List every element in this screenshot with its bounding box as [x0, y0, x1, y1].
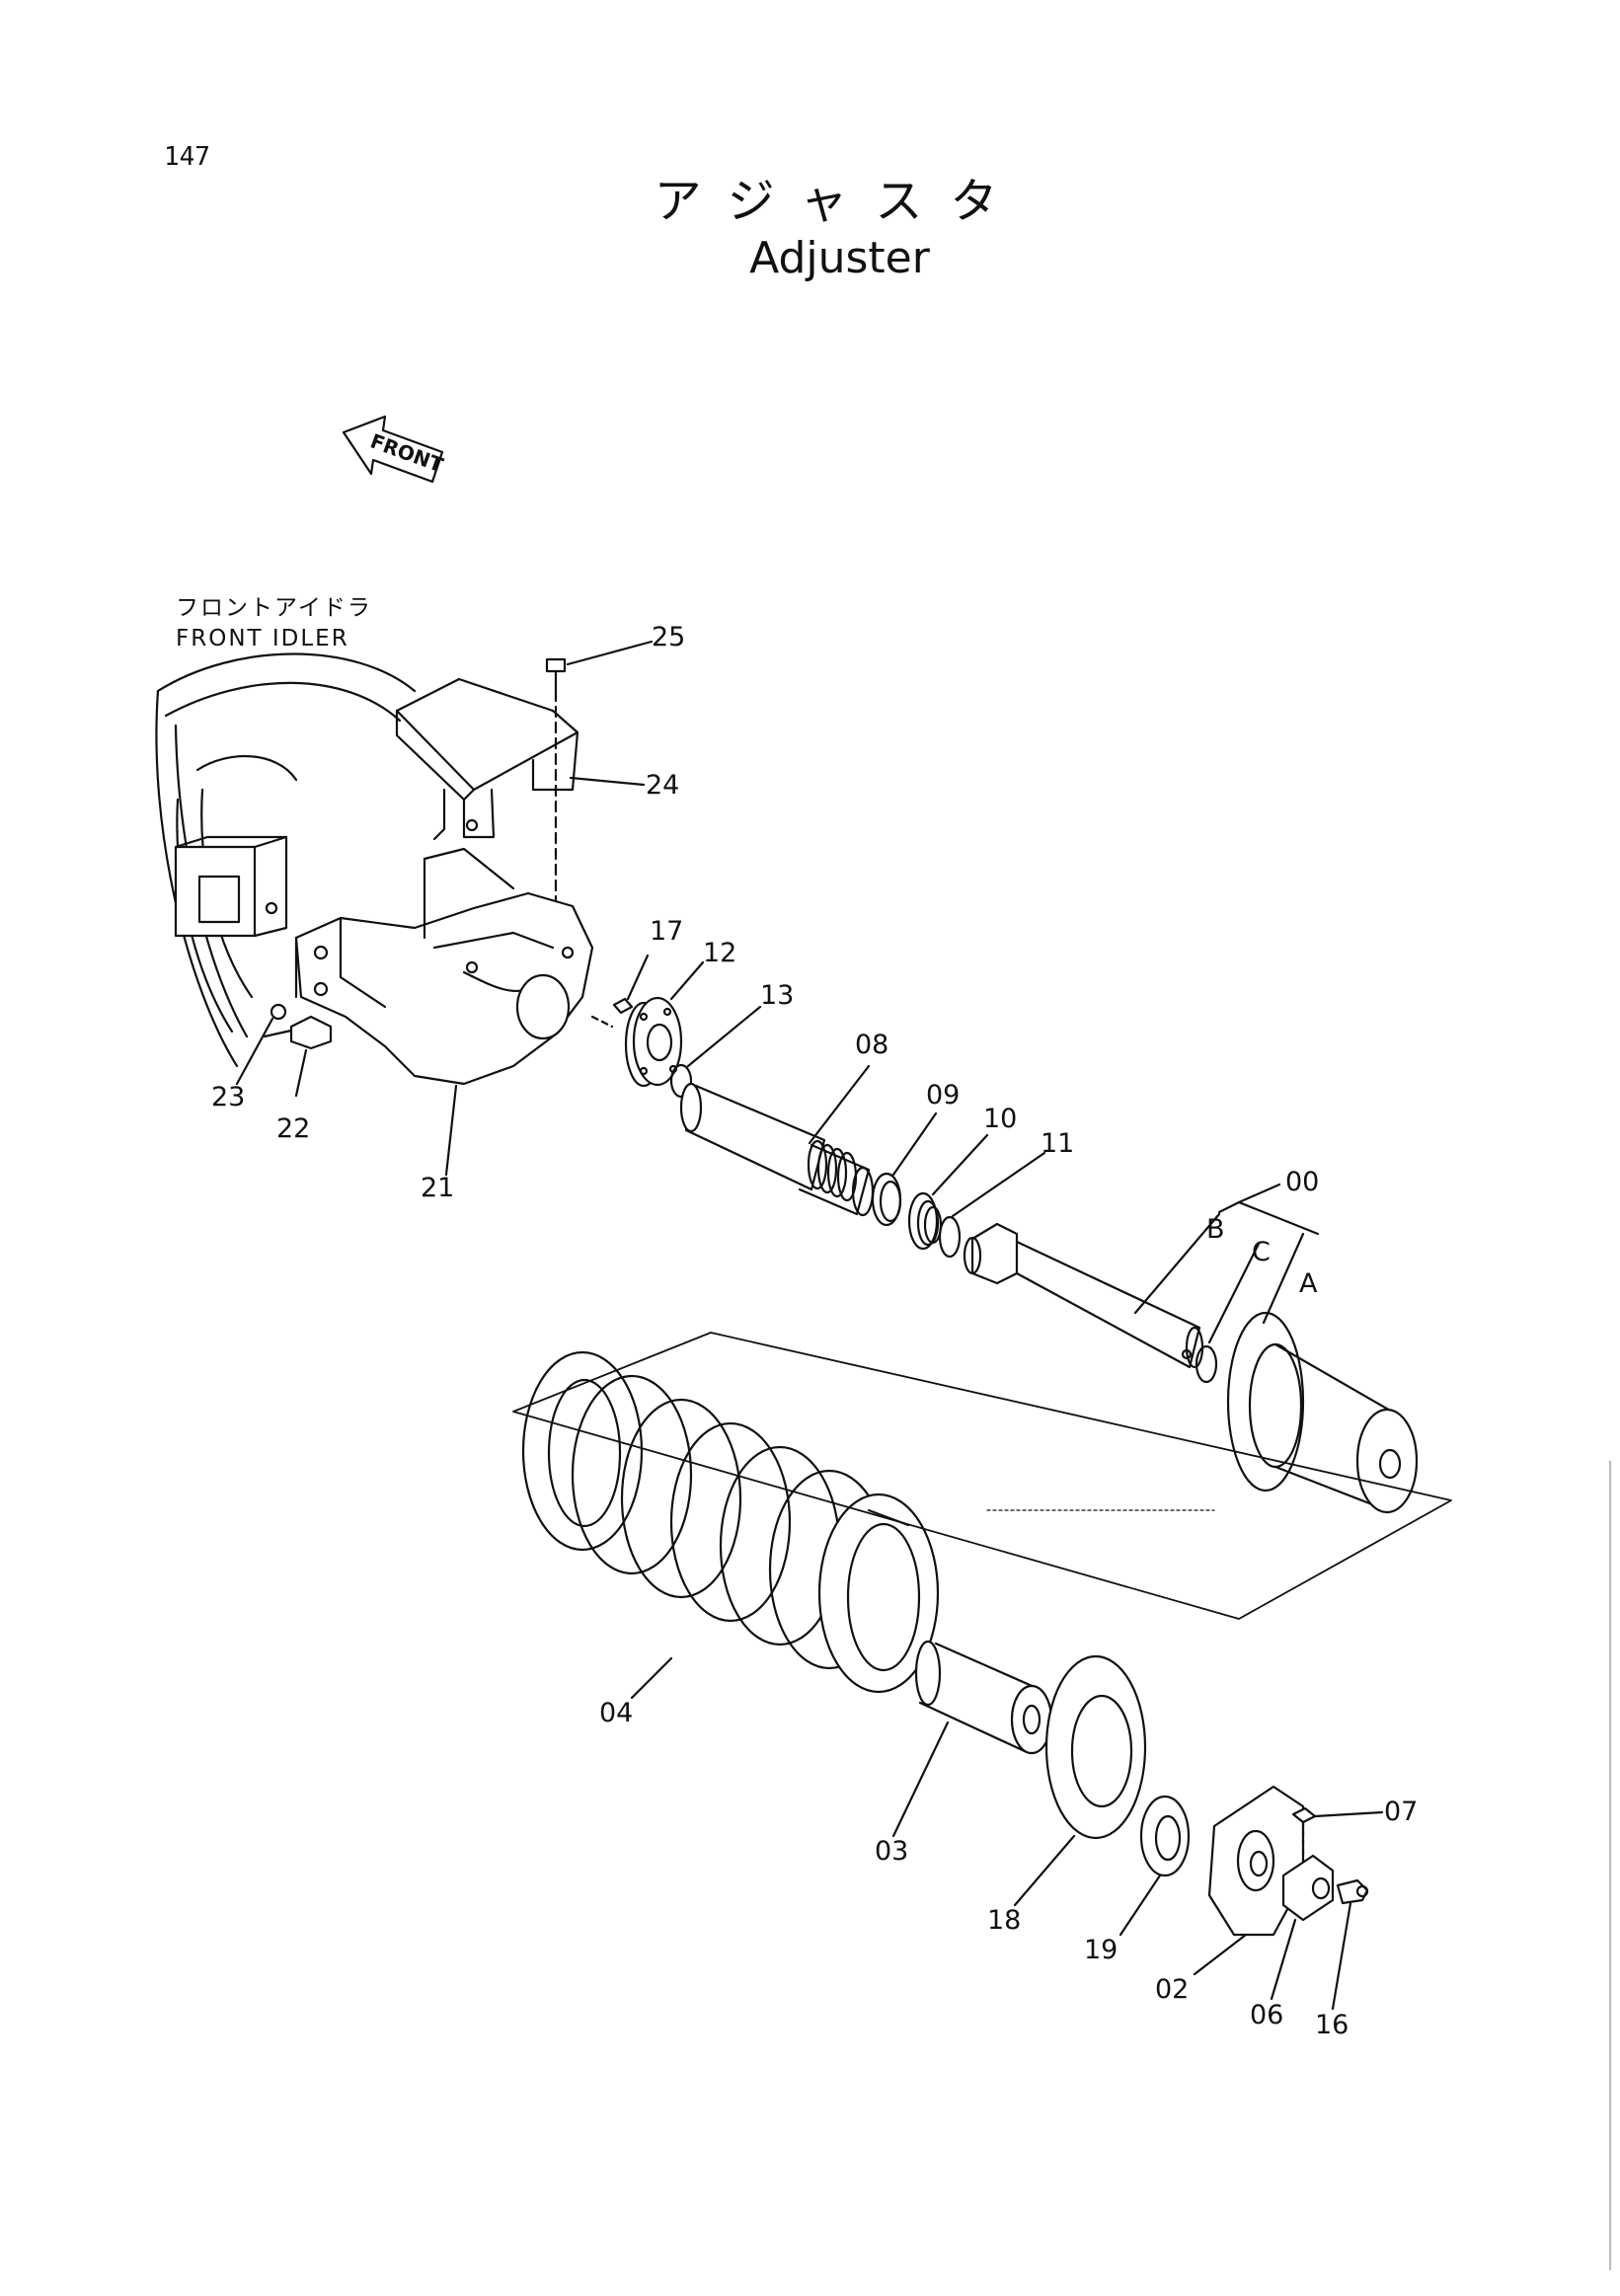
callout-17: 17: [650, 916, 684, 947]
callout-13: 13: [760, 980, 795, 1011]
seal-09: [871, 1172, 902, 1227]
callout-11: 11: [1041, 1128, 1075, 1159]
grease-fitting-16-icon: [1336, 1878, 1369, 1905]
callout-24: 24: [646, 770, 680, 801]
callout-03: 03: [875, 1836, 909, 1867]
callout-19: 19: [1084, 1935, 1119, 1965]
callout-21: 21: [421, 1173, 455, 1203]
flange-12: [624, 996, 683, 1088]
guard-plate: [395, 677, 579, 841]
callout-18: 18: [987, 1905, 1022, 1936]
callout-00: 00: [1285, 1167, 1320, 1197]
bolt-17-icon: [612, 997, 634, 1015]
callout-B: B: [1206, 1214, 1225, 1245]
recoil-spring-04: [521, 1350, 940, 1694]
piston-rod-assembly-00: [963, 1183, 1419, 1514]
callout-04: 04: [599, 1698, 634, 1728]
callout-02: 02: [1155, 1974, 1190, 2005]
callout-09: 09: [926, 1080, 961, 1110]
callout-A: A: [1299, 1268, 1318, 1299]
lock-washer-23-icon: [270, 1003, 287, 1021]
washer-18: [1044, 1654, 1147, 1840]
callout-12: 12: [703, 938, 737, 968]
front-idler-wheel: [155, 652, 417, 1068]
callout-25: 25: [652, 622, 686, 652]
callout-07: 07: [1384, 1797, 1419, 1827]
callout-10: 10: [983, 1104, 1018, 1134]
spacer-03: [914, 1640, 1053, 1755]
bolt-25-icon: [545, 640, 654, 950]
plug-07-icon: [1291, 1806, 1384, 1858]
callout-C: C: [1252, 1237, 1271, 1267]
callout-23: 23: [211, 1082, 246, 1112]
scan-edge-artifact: [1609, 1461, 1611, 2270]
cylinder-08: [679, 1082, 875, 1217]
callout-16: 16: [1315, 2010, 1350, 2040]
page-title-japanese: アジャスタ: [654, 174, 1026, 229]
page-number: 147: [164, 142, 210, 172]
washer-19: [1139, 1795, 1191, 1877]
front-idler-label-english: FRONT IDLER: [176, 626, 349, 651]
valve-06: [1281, 1854, 1335, 1922]
seal-10: [907, 1191, 943, 1251]
ring-11: [938, 1215, 962, 1259]
callout-06: 06: [1250, 2000, 1284, 2030]
front-idler-label-japanese: フロントアイドラ: [176, 595, 372, 621]
callout-08: 08: [855, 1030, 889, 1060]
callout-22: 22: [276, 1113, 311, 1144]
idler-yoke: [294, 847, 614, 1086]
nut-02: [1207, 1785, 1305, 1937]
bolt-22-icon: [263, 1015, 333, 1050]
page-title-english: Adjuster: [749, 233, 930, 283]
front-direction-arrow-icon: FRONT: [342, 415, 446, 484]
